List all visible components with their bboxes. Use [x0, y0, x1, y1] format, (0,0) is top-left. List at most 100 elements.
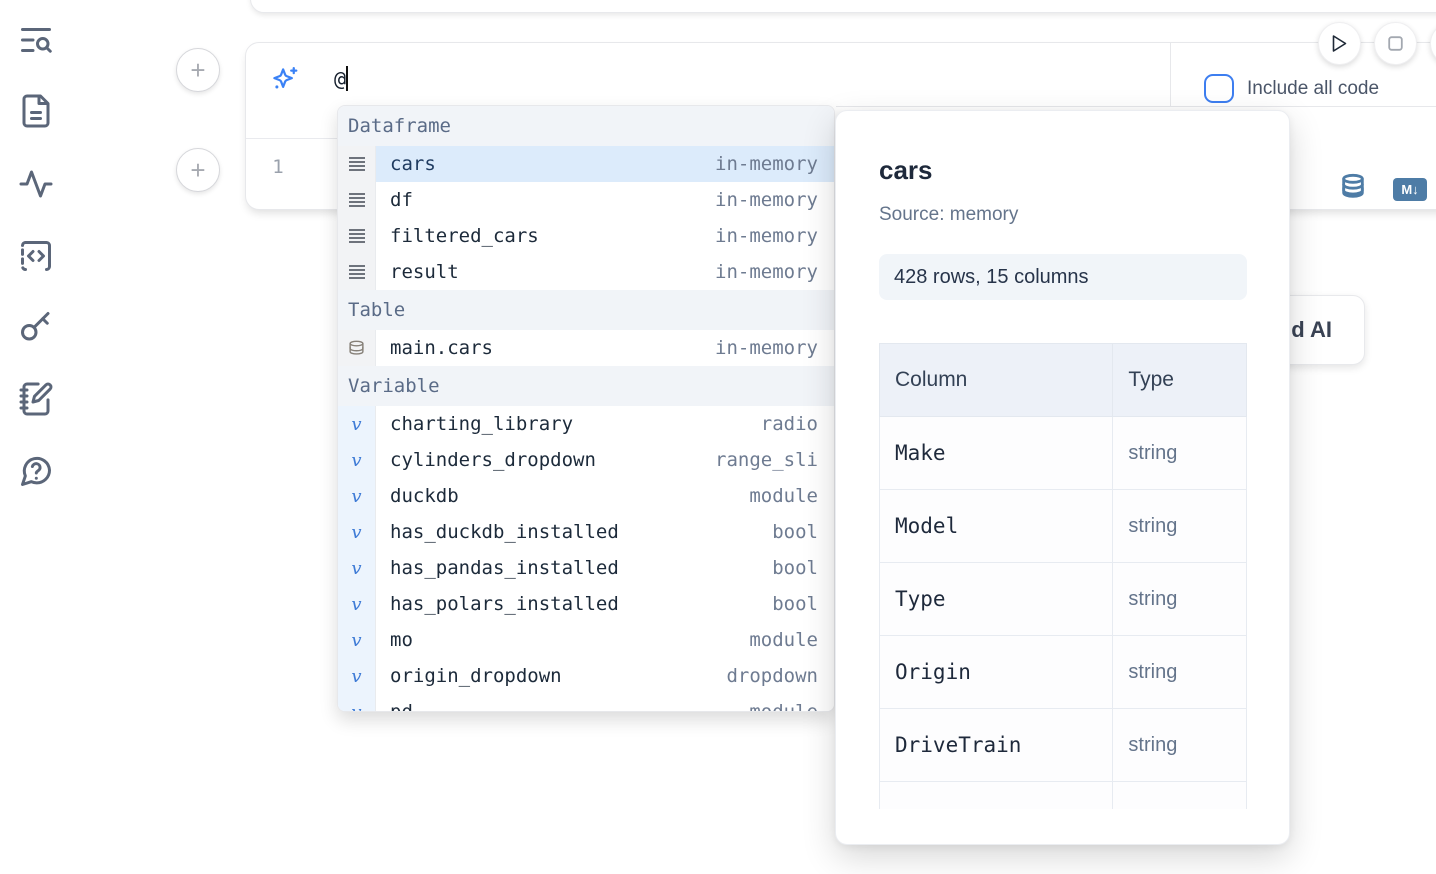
completion-item-gutter: [338, 254, 376, 290]
key-icon[interactable]: [18, 309, 54, 345]
completion-item-gutter: v: [338, 694, 376, 712]
completion-item-name: cars: [390, 153, 436, 175]
markdown-convert-icon[interactable]: M↓: [1393, 177, 1427, 201]
stop-cell-button[interactable]: [1374, 22, 1417, 65]
completion-item-has-pandas-installed[interactable]: v has_pandas_installed bool: [338, 550, 834, 586]
include-all-code-option: Include all code: [1204, 74, 1379, 103]
completion-item-type: in-memory: [715, 153, 818, 175]
dataframe-icon: [348, 193, 365, 207]
ai-sparkles-icon: [270, 65, 300, 95]
prompt-right-divider: [1170, 43, 1171, 106]
play-icon: [1332, 35, 1347, 52]
completion-item-gutter: [338, 330, 376, 366]
mention-completion-dropdown: Dataframe cars in-memory df in-memory filtere…: [337, 105, 835, 712]
text-cursor: [346, 66, 349, 91]
completion-item-gutter: v: [338, 442, 376, 478]
completion-item-gutter: v: [338, 478, 376, 514]
completion-item-df[interactable]: df in-memory: [338, 182, 834, 218]
completion-item-gutter: v: [338, 586, 376, 622]
line-number: 1: [272, 156, 284, 178]
add-cell-above-button[interactable]: +: [176, 48, 220, 92]
completion-item-type: range_sli: [715, 449, 818, 471]
include-all-code-checkbox[interactable]: [1204, 74, 1234, 103]
variable-icon: v: [351, 701, 362, 712]
activity-icon[interactable]: [18, 166, 54, 202]
popup-title: cars: [879, 155, 933, 185]
completion-item-name: has_pandas_installed: [390, 557, 619, 579]
cell-toolbar: M↓: [1339, 173, 1427, 205]
schema-column-type: [1112, 781, 1247, 809]
completion-item-name: cylinders_dropdown: [390, 449, 596, 471]
variable-icon: v: [351, 557, 362, 579]
completion-item-name: pd: [390, 701, 413, 712]
completion-item-name: origin_dropdown: [390, 665, 562, 687]
completion-item-name: df: [390, 189, 413, 211]
completion-item-type: in-memory: [715, 189, 818, 211]
completion-item-gutter: [338, 182, 376, 218]
variable-icon: v: [351, 413, 362, 435]
schema-column-type: string: [1112, 416, 1247, 490]
variable-icon: v: [351, 665, 362, 687]
completion-item-type: in-memory: [715, 261, 818, 283]
variable-icon: v: [351, 521, 362, 543]
run-cell-button[interactable]: [1318, 22, 1361, 65]
add-cell-below-button[interactable]: +: [176, 148, 220, 192]
completion-item-type: module: [749, 485, 818, 507]
completion-section-label: Table: [348, 299, 406, 321]
schema-header-row: Column Type: [879, 343, 1247, 417]
schema-column-name: DriveTrain: [879, 708, 1114, 782]
schema-column-name: [879, 781, 1114, 809]
completion-item-type: radio: [760, 413, 818, 435]
popup-source: Source: memory: [879, 204, 1019, 225]
file-text-icon[interactable]: [18, 93, 54, 129]
completion-item-main: df in-memory: [376, 182, 834, 218]
completion-item-origin-dropdown[interactable]: v origin_dropdown dropdown: [338, 658, 834, 694]
table-database-icon: [349, 340, 364, 355]
completion-item-main: cylinders_dropdown range_sli: [376, 442, 834, 478]
schema-column-name: Make: [879, 416, 1114, 490]
completion-item-gutter: v: [338, 622, 376, 658]
completion-item-name: result: [390, 261, 459, 283]
help-chat-icon[interactable]: [18, 453, 54, 489]
completion-item-cars[interactable]: cars in-memory: [338, 146, 834, 182]
completion-item-gutter: v: [338, 658, 376, 694]
completion-item-gutter: v: [338, 550, 376, 586]
completion-item-cylinders-dropdown[interactable]: v cylinders_dropdown range_sli: [338, 442, 834, 478]
notebook-pen-icon[interactable]: [18, 381, 54, 417]
completion-item-type: in-memory: [715, 337, 818, 359]
database-convert-icon[interactable]: [1339, 173, 1367, 205]
variable-icon: v: [351, 629, 362, 651]
completion-item-type: dropdown: [726, 665, 818, 687]
completion-item-type: bool: [772, 557, 818, 579]
schema-column-name: Type: [879, 562, 1114, 636]
completion-item-gutter: [338, 146, 376, 182]
completion-item-type: bool: [772, 593, 818, 615]
completion-item-main: cars in-memory: [376, 146, 834, 182]
code-square-icon[interactable]: [18, 238, 54, 274]
stop-icon: [1388, 36, 1403, 51]
ai-prompt-input[interactable]: @: [334, 66, 349, 91]
completion-item-name: mo: [390, 629, 413, 651]
completion-item-type: bool: [772, 521, 818, 543]
completion-section-table: Table: [338, 290, 834, 330]
completion-section-dataframe: Dataframe: [338, 106, 834, 146]
completion-item-main: origin_dropdown dropdown: [376, 658, 834, 694]
completion-item-result[interactable]: result in-memory: [338, 254, 834, 290]
toc-search-icon[interactable]: [18, 22, 54, 58]
